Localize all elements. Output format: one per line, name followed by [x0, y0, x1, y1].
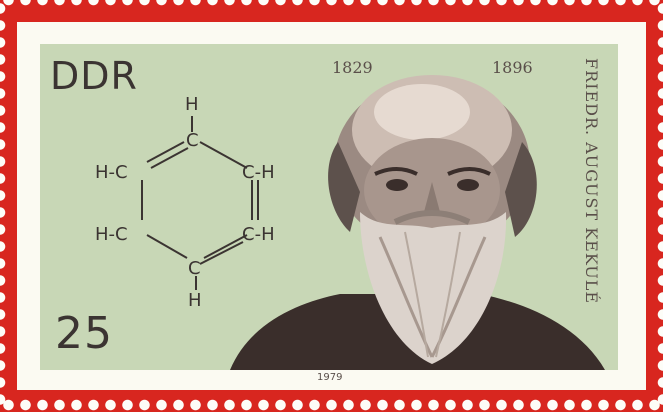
formula-h-c-upper: H-C	[95, 162, 128, 183]
death-year: 1896	[492, 58, 533, 77]
benzene-formula: H C H-C C-H H-C C-H C H	[95, 94, 275, 311]
formula-c-h-upper: C-H	[242, 162, 275, 183]
country-name: DDR	[50, 54, 138, 98]
formula-h-bottom: H	[188, 290, 202, 311]
formula-c-top: C	[186, 130, 199, 151]
formula-h-c-lower: H-C	[95, 224, 128, 245]
perforation-top	[0, 0, 663, 7]
perforation-left	[0, 0, 7, 405]
honoree-name: FRIEDR. AUGUST KEKULÉ	[582, 58, 601, 305]
formula-c-bottom: C	[188, 258, 201, 279]
birth-year: 1829	[332, 58, 373, 77]
perforation-bottom	[0, 398, 663, 412]
issue-year: 1979	[317, 372, 343, 383]
denomination: 25	[55, 308, 113, 359]
formula-c-h-lower: C-H	[242, 224, 275, 245]
perforation-right	[656, 0, 663, 405]
formula-h-top: H	[185, 94, 199, 115]
portrait-illustration	[230, 75, 605, 370]
